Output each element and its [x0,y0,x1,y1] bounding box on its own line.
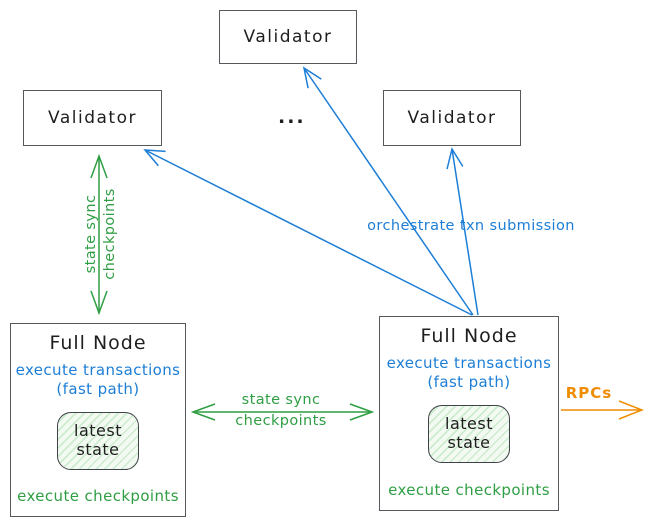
state-sync-middle-line2: checkpoints [235,413,327,429]
full-node-left-latest-state-box: latest state [57,411,139,470]
full-node-left-fast-path: (fast path) [56,379,140,398]
full-node-right-latest-state-box: latest state [428,404,510,463]
node-full-node-right: Full Node execute transactions (fast pat… [379,316,559,511]
validator-left-label: Validator [48,108,137,128]
full-node-left-execute-checkpoints: execute checkpoints [17,487,179,505]
node-validator-right: Validator [383,90,521,146]
full-node-right-fast-path: (fast path) [427,372,511,391]
latest-state-line1: latest [445,414,493,434]
state-sync-vertical-line1: state sync [83,194,100,274]
validator-right-label: Validator [407,108,497,128]
edge-label-state-sync-middle: state sync checkpoints [235,390,326,432]
full-node-left-execute-transactions: execute transactions [15,361,181,379]
node-validator-top: Validator [219,10,357,64]
node-full-node-left: Full Node execute transactions (fast pat… [10,323,186,517]
validators-ellipsis: ... [278,106,306,128]
edge-label-orchestrate-txn-submission: orchestrate txn submission [367,218,575,235]
latest-state-line2: state [76,439,120,459]
latest-state-line2: state [447,432,491,452]
edge-label-rpcs: RPCs [565,383,613,402]
edge-label-state-sync-vertical: state sync checkpoints [82,188,120,279]
state-sync-vertical-line2: checkpoints [102,188,118,280]
node-validator-left: Validator [23,90,162,146]
state-sync-middle-line1: state sync [241,391,321,408]
full-node-right-execute-transactions: execute transactions [386,354,552,372]
latest-state-line1: latest [74,421,122,441]
validator-top-label: Validator [243,27,333,47]
full-node-right-execute-checkpoints: execute checkpoints [388,481,550,499]
full-node-right-title: Full Node [420,325,518,347]
full-node-left-title: Full Node [49,332,147,354]
